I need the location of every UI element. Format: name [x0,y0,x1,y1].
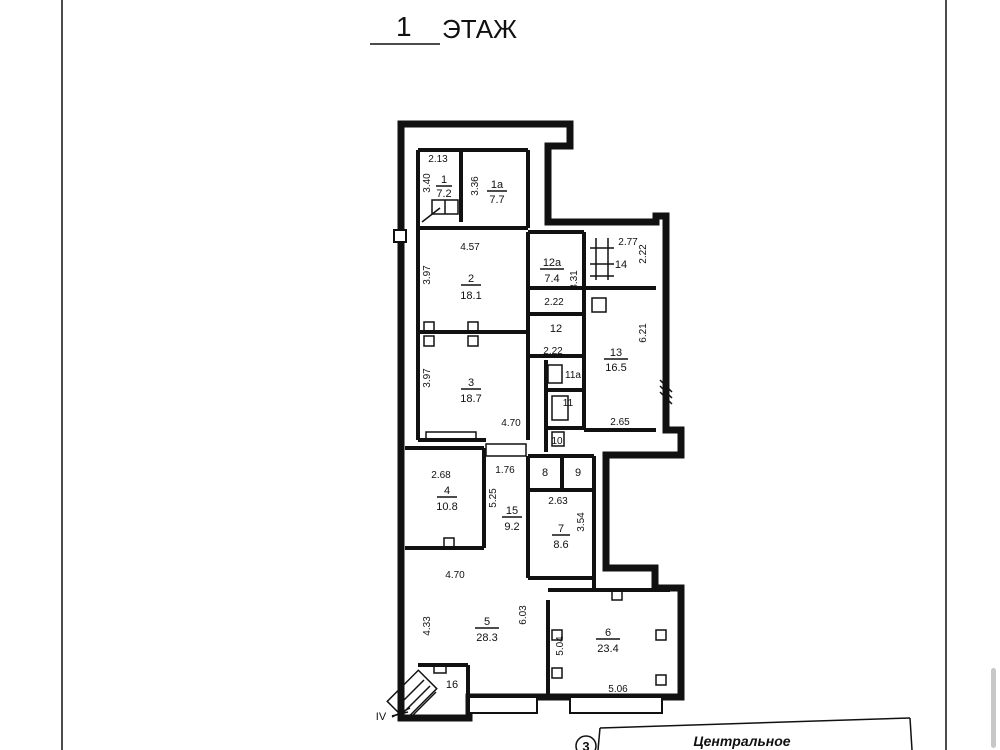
scrollbar[interactable] [991,668,996,748]
dimension: 6.21 [638,323,649,343]
room-16: 16 [446,679,458,691]
svg-text:10.8: 10.8 [436,501,457,513]
svg-text:7.4: 7.4 [544,273,559,285]
dimension: 5.06 [608,684,628,695]
window [569,696,663,714]
room-13: 13 16.5 [604,347,628,374]
dimension: 3.97 [422,265,433,285]
svg-text:9.2: 9.2 [504,521,519,533]
room-7: 7 8.6 [552,523,570,551]
dimension: 1.76 [495,465,515,476]
svg-text:2: 2 [468,273,474,285]
dimension: 6.03 [518,605,529,625]
svg-text:1а: 1а [491,179,504,191]
room-11: 11 [563,398,574,409]
dimension: 3.36 [470,176,481,196]
room-14: 14 [615,259,627,271]
floor-header: 1 ЭТАЖ [370,11,517,45]
svg-text:7: 7 [558,523,564,535]
floor-label: ЭТАЖ [442,14,517,44]
svg-text:3: 3 [468,377,474,389]
dimension: 3.40 [422,173,433,193]
dimension: 4.70 [501,418,521,429]
room-8: 8 [542,467,548,479]
fixtures [386,199,673,721]
svg-text:15: 15 [506,505,518,517]
window [468,696,538,714]
svg-text:12а: 12а [543,257,562,269]
room-3: 3 18.7 [460,377,481,405]
svg-text:8.6: 8.6 [553,539,568,551]
room-1: 1 7.2 [436,174,452,200]
svg-text:7.2: 7.2 [436,188,451,200]
dimension: 2.22 [543,346,563,357]
dimension: 2.22 [544,297,564,308]
dimension: 5.25 [488,488,499,508]
room-12: 12 [550,323,562,335]
dimension: 2.77 [618,237,638,248]
dimension: 2.68 [431,470,451,481]
dimension: 2.63 [548,496,568,507]
stamp: 3 Центральное [575,717,913,750]
svg-text:6: 6 [605,627,611,639]
dimension: 3.54 [576,512,587,532]
stamp-text: Центральное [693,733,790,749]
room-11a: 11а [565,370,581,381]
dimension-labels: 2.13 3.40 3.36 4.57 3.97 3.97 4.70 1.76 … [422,154,649,695]
svg-text:23.4: 23.4 [597,643,618,655]
room-6: 6 23.4 [596,627,620,655]
room-12a: 12а 7.4 [540,257,564,285]
dimension: 2.65 [610,417,630,428]
room-5: 5 28.3 [475,616,499,644]
svg-text:5: 5 [484,616,490,628]
room-labels: 1 7.2 1а 7.7 2 18.1 3 18.7 4 10.8 5 28.3 [436,174,628,691]
room-1a: 1а 7.7 [487,179,507,206]
svg-text:4: 4 [444,485,450,497]
stamp-number-circle [575,735,597,750]
dimension: 4.33 [422,616,433,636]
room-10: 10 [551,436,563,447]
room-15: 15 9.2 [502,505,522,533]
dimension: 3.31 [569,270,580,290]
outer-walls [393,120,685,722]
svg-text:28.3: 28.3 [476,632,497,644]
stamp-number: 3 [582,739,589,750]
entrance-stairs [386,669,438,721]
axis-marker-label: IV [376,711,387,723]
dimension: 2.13 [428,154,448,165]
dimension: 3.97 [422,368,433,388]
axis-marker: IV [376,707,411,723]
svg-text:18.1: 18.1 [460,290,481,302]
dimension: 2.22 [638,244,649,264]
dimension: 4.57 [460,242,480,253]
svg-text:16.5: 16.5 [605,362,626,374]
partitions [405,148,670,697]
room-4: 4 10.8 [436,485,457,513]
svg-text:13: 13 [610,347,622,359]
floor-number: 1 [396,11,412,42]
svg-text:7.7: 7.7 [489,194,504,206]
room-2: 2 18.1 [460,273,481,302]
room-9: 9 [575,467,581,479]
window [393,229,407,243]
svg-text:1: 1 [441,174,447,186]
svg-text:18.7: 18.7 [460,393,481,405]
dimension: 4.70 [445,570,465,581]
dimension: 5.04 [555,636,566,656]
